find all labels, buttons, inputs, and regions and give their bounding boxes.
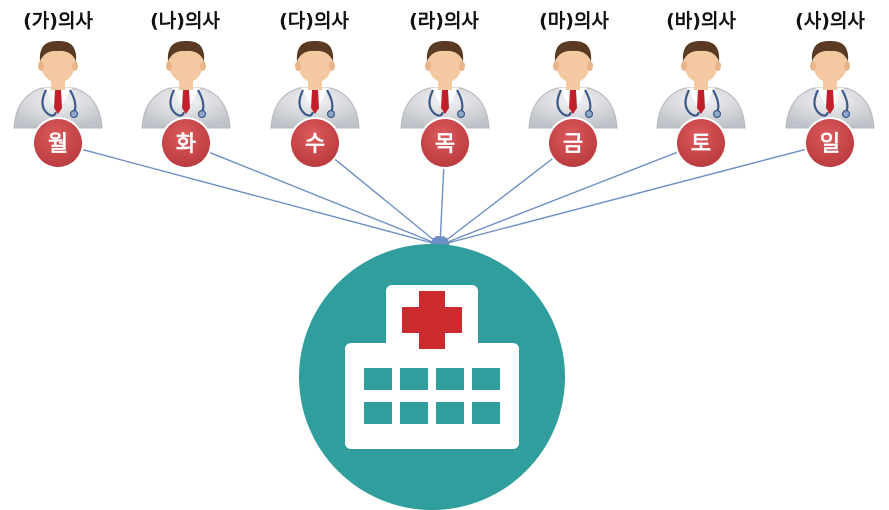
window xyxy=(400,402,428,424)
doctor-label-sa: (사)의사 xyxy=(795,10,865,32)
window xyxy=(436,368,464,390)
arrow-0 xyxy=(82,149,441,248)
window xyxy=(400,368,428,390)
arrow-2 xyxy=(334,158,441,246)
window xyxy=(364,402,392,424)
doctor-label-na: (나)의사 xyxy=(150,10,220,32)
day-badge xyxy=(34,119,82,167)
doctor-icon: 목 xyxy=(400,40,490,169)
arrows-layer xyxy=(82,148,806,248)
day-badge xyxy=(421,119,469,167)
doctor-label-ba: (바)의사 xyxy=(666,10,736,32)
doctor-icon: 수 xyxy=(270,40,360,169)
day-badge xyxy=(806,119,854,167)
doctor-icon: 화 xyxy=(141,40,231,169)
day-badge xyxy=(677,119,725,167)
building-body xyxy=(345,343,519,449)
arrow-3 xyxy=(435,168,446,246)
arrow-6 xyxy=(439,148,806,248)
arrow-1 xyxy=(209,152,441,247)
day-badge xyxy=(549,119,597,167)
day-label: 목 xyxy=(435,132,455,157)
doctor-label-ma: (마)의사 xyxy=(539,10,609,32)
window xyxy=(472,402,500,424)
day-label: 월 xyxy=(48,132,68,157)
doctor-label-ra: (라)의사 xyxy=(409,10,479,32)
day-label: 수 xyxy=(305,132,325,157)
window xyxy=(436,402,464,424)
doctor-icon: 일 xyxy=(785,40,875,169)
day-label: 화 xyxy=(176,132,196,157)
doctor-label-ga: (가)의사 xyxy=(23,10,93,32)
hospital-icon xyxy=(299,244,565,510)
arrow-5 xyxy=(439,151,678,247)
window xyxy=(364,368,392,390)
doctor-label-da: (다)의사 xyxy=(279,10,349,32)
doctor-icon: 금 xyxy=(528,40,618,169)
day-label: 금 xyxy=(563,132,583,157)
day-badge xyxy=(162,119,210,167)
day-badge xyxy=(291,119,339,167)
arrow-4 xyxy=(439,158,553,246)
doctor-icon: 토 xyxy=(656,40,746,169)
window xyxy=(472,368,500,390)
day-label: 일 xyxy=(820,132,840,157)
day-label: 토 xyxy=(691,132,711,157)
doctor-icon: 월 xyxy=(13,40,103,169)
